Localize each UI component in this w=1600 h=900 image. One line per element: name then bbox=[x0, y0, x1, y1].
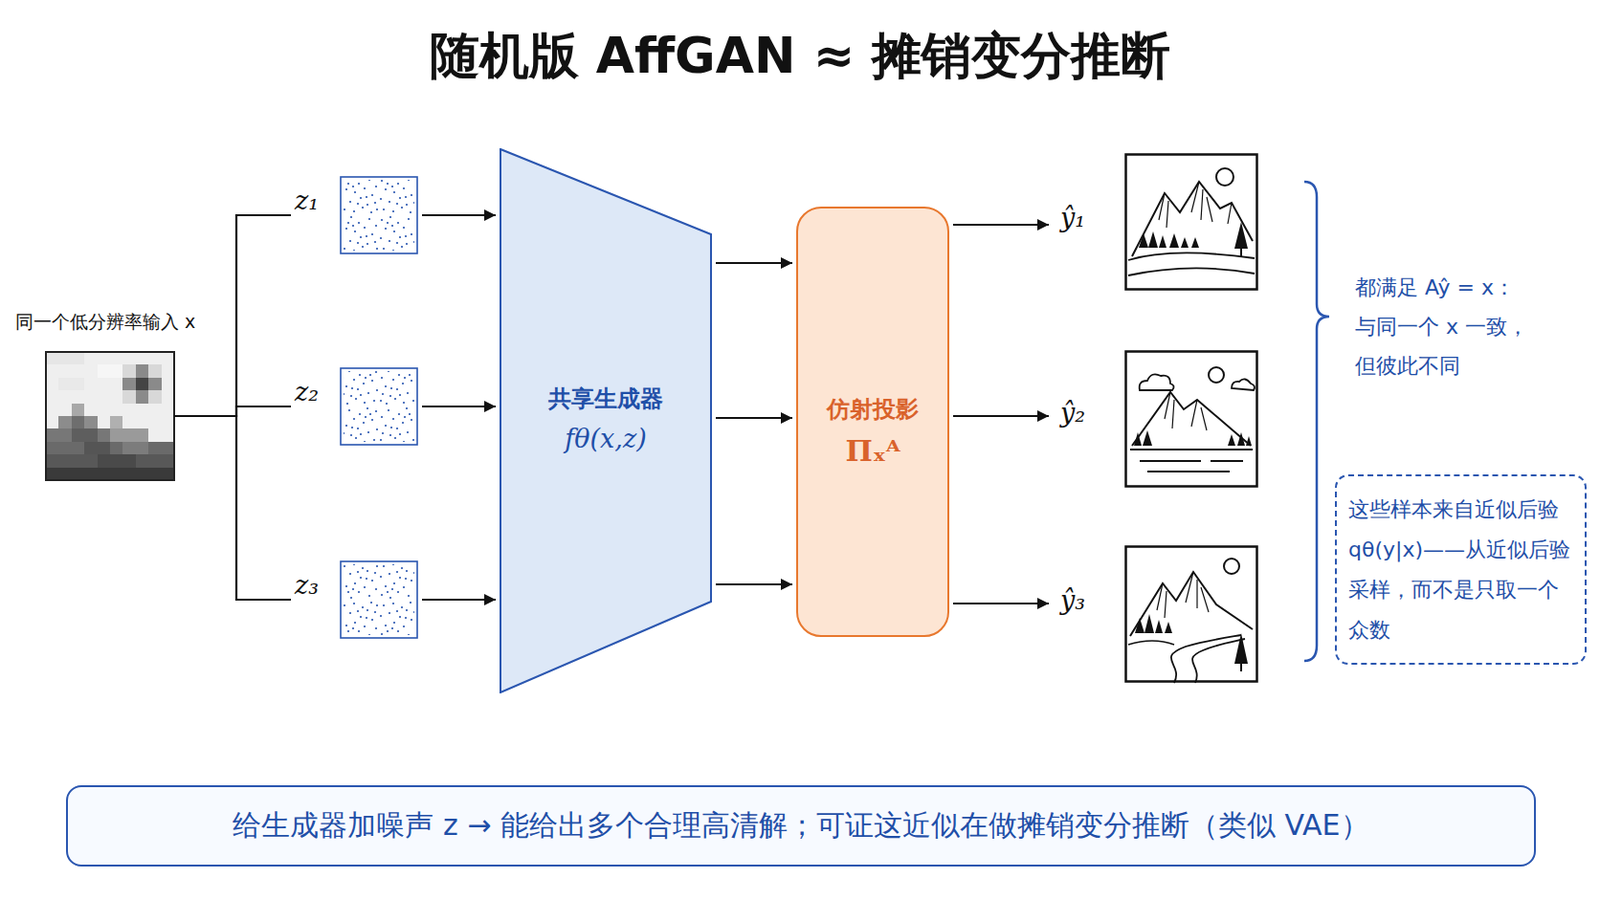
noise-square-part bbox=[340, 368, 418, 445]
note-text: 都满足 Aŷ = x： 与同一个 x 一致， 但彼此不同 bbox=[1355, 267, 1561, 386]
output-sketch-part bbox=[1164, 392, 1207, 431]
output-sketch-part bbox=[1240, 664, 1243, 672]
lowres-image-part bbox=[122, 364, 161, 403]
noise-square-part bbox=[343, 564, 415, 636]
output-sketch-part bbox=[1128, 641, 1175, 645]
lowres-image-part bbox=[58, 377, 85, 391]
lowres-image bbox=[45, 352, 175, 481]
lowres-image-part bbox=[135, 377, 149, 391]
node-text: 共享生成器 bbox=[499, 383, 712, 415]
connector-arrow bbox=[953, 602, 1049, 605]
output-sketch-part bbox=[1208, 367, 1224, 383]
noise-defs bbox=[0, 0, 1, 1]
lowres-image-part bbox=[45, 454, 175, 467]
node-text: z₁ bbox=[294, 185, 319, 216]
node-text: ŷ₁ bbox=[1060, 202, 1086, 233]
node-text: 这些样本来自近似后验 qθ(y|x)——从近似后验采样，而不是只取一个众数 bbox=[1348, 489, 1576, 651]
lowres-image-part bbox=[45, 428, 111, 442]
lowres-image-part bbox=[71, 403, 85, 417]
output-node: ŷ₃ bbox=[1052, 545, 1259, 684]
noise-square-part bbox=[340, 177, 418, 254]
output-sketch-part bbox=[1138, 222, 1248, 249]
trapezoid-outline bbox=[499, 148, 712, 694]
lowres-image-part bbox=[110, 416, 123, 429]
diagram-title: 随机版 AffGAN ≈ 摊销变分推断 bbox=[0, 22, 1600, 90]
note-dashed-box: 这些样本来自近似后验 qθ(y|x)——从近似后验采样，而不是只取一个众数 bbox=[1334, 474, 1587, 666]
output-node: ŷ₁ bbox=[1052, 153, 1259, 291]
output-sketch-part bbox=[1139, 374, 1175, 391]
output-sketch bbox=[1124, 545, 1259, 684]
output-sketch bbox=[1124, 350, 1259, 489]
node-text: Πₓᴬ bbox=[798, 434, 948, 468]
output-sketch bbox=[1124, 153, 1259, 291]
connector-arrow bbox=[715, 583, 793, 586]
noise-square-part bbox=[340, 561, 418, 639]
node-text: 同一个低分辨率输入 x bbox=[15, 310, 196, 335]
output-sketch-part bbox=[1132, 181, 1253, 257]
lowres-image-part bbox=[135, 364, 149, 403]
generator-trapezoid: 共享生成器 fθ(x,z) bbox=[499, 148, 712, 694]
lowres-image-part bbox=[45, 442, 175, 455]
input-image-node: 同一个低分辨率输入 x bbox=[45, 352, 175, 481]
noise-square bbox=[339, 176, 419, 255]
output-sketch-part bbox=[1158, 181, 1232, 228]
connector-arrow bbox=[422, 214, 496, 217]
connector-arrow bbox=[422, 599, 496, 601]
output-sketch-part bbox=[1216, 168, 1234, 186]
curly-brace-part bbox=[1304, 181, 1330, 662]
connector-arrow bbox=[422, 405, 496, 408]
lowres-image-part bbox=[122, 442, 149, 455]
output-sketch-part bbox=[1133, 430, 1252, 446]
connector-arrow bbox=[174, 416, 291, 600]
lowres-image-part bbox=[97, 364, 124, 378]
node-text: ŷ₃ bbox=[1060, 585, 1086, 616]
output-sketch-part bbox=[1126, 155, 1258, 290]
lowres-image-part bbox=[45, 467, 175, 481]
output-sketch-part bbox=[1126, 352, 1258, 488]
noise-square bbox=[339, 367, 419, 446]
lowres-image-part bbox=[71, 416, 85, 429]
connector-arrow bbox=[953, 415, 1049, 418]
lowres-image-part bbox=[84, 442, 111, 455]
lowres-image-part bbox=[122, 377, 161, 391]
output-sketch-part bbox=[1126, 547, 1258, 683]
node-text: 给生成器加噪声 z → 能给出多个合理高清解；可证这近似在做摊销变分推断（类似 … bbox=[232, 806, 1369, 846]
noise-square-part bbox=[343, 371, 415, 443]
output-sketch-part bbox=[1231, 378, 1255, 391]
lowres-image-part bbox=[110, 428, 149, 442]
node-text: fθ(x,z) bbox=[499, 423, 712, 454]
lowres-image-part bbox=[45, 352, 175, 481]
node-text: ŷ₂ bbox=[1060, 398, 1086, 428]
trapezoid-shape bbox=[500, 149, 712, 693]
node-text: z₂ bbox=[294, 377, 319, 407]
connector-arrow bbox=[174, 406, 291, 417]
output-sketch-part bbox=[1130, 449, 1253, 472]
projection-box: 仿射投影 Πₓᴬ bbox=[796, 206, 950, 638]
noise-node: z₂ bbox=[290, 367, 419, 446]
output-sketch-part bbox=[1223, 558, 1240, 575]
lowres-image-part bbox=[58, 416, 97, 429]
output-sketch-part bbox=[1156, 572, 1209, 619]
connector-arrow bbox=[715, 262, 793, 265]
lowres-image-part bbox=[71, 428, 98, 442]
output-sketch-part bbox=[1128, 252, 1255, 276]
lowres-image-part bbox=[45, 352, 85, 365]
output-node: ŷ₂ bbox=[1052, 350, 1259, 489]
connector-arrow bbox=[715, 417, 793, 420]
summary-band: 给生成器加噪声 z → 能给出多个合理高清解；可证这近似在做摊销变分推断（类似 … bbox=[66, 785, 1536, 867]
node-text: z₃ bbox=[294, 570, 319, 600]
lowres-image-part bbox=[97, 454, 136, 467]
connector-arrow bbox=[953, 223, 1049, 226]
noise-square bbox=[339, 560, 419, 640]
output-sketch-part bbox=[1171, 635, 1245, 684]
noise-square-part bbox=[343, 179, 415, 251]
noise-node: z₁ bbox=[290, 176, 419, 255]
noise-node: z₃ bbox=[290, 560, 419, 640]
output-sketch-part bbox=[1240, 248, 1243, 257]
output-sketch-part bbox=[1134, 614, 1248, 665]
output-sketch-part bbox=[1132, 392, 1251, 446]
node-text: 仿射投影 bbox=[798, 394, 948, 425]
lowres-image-part bbox=[45, 352, 175, 481]
